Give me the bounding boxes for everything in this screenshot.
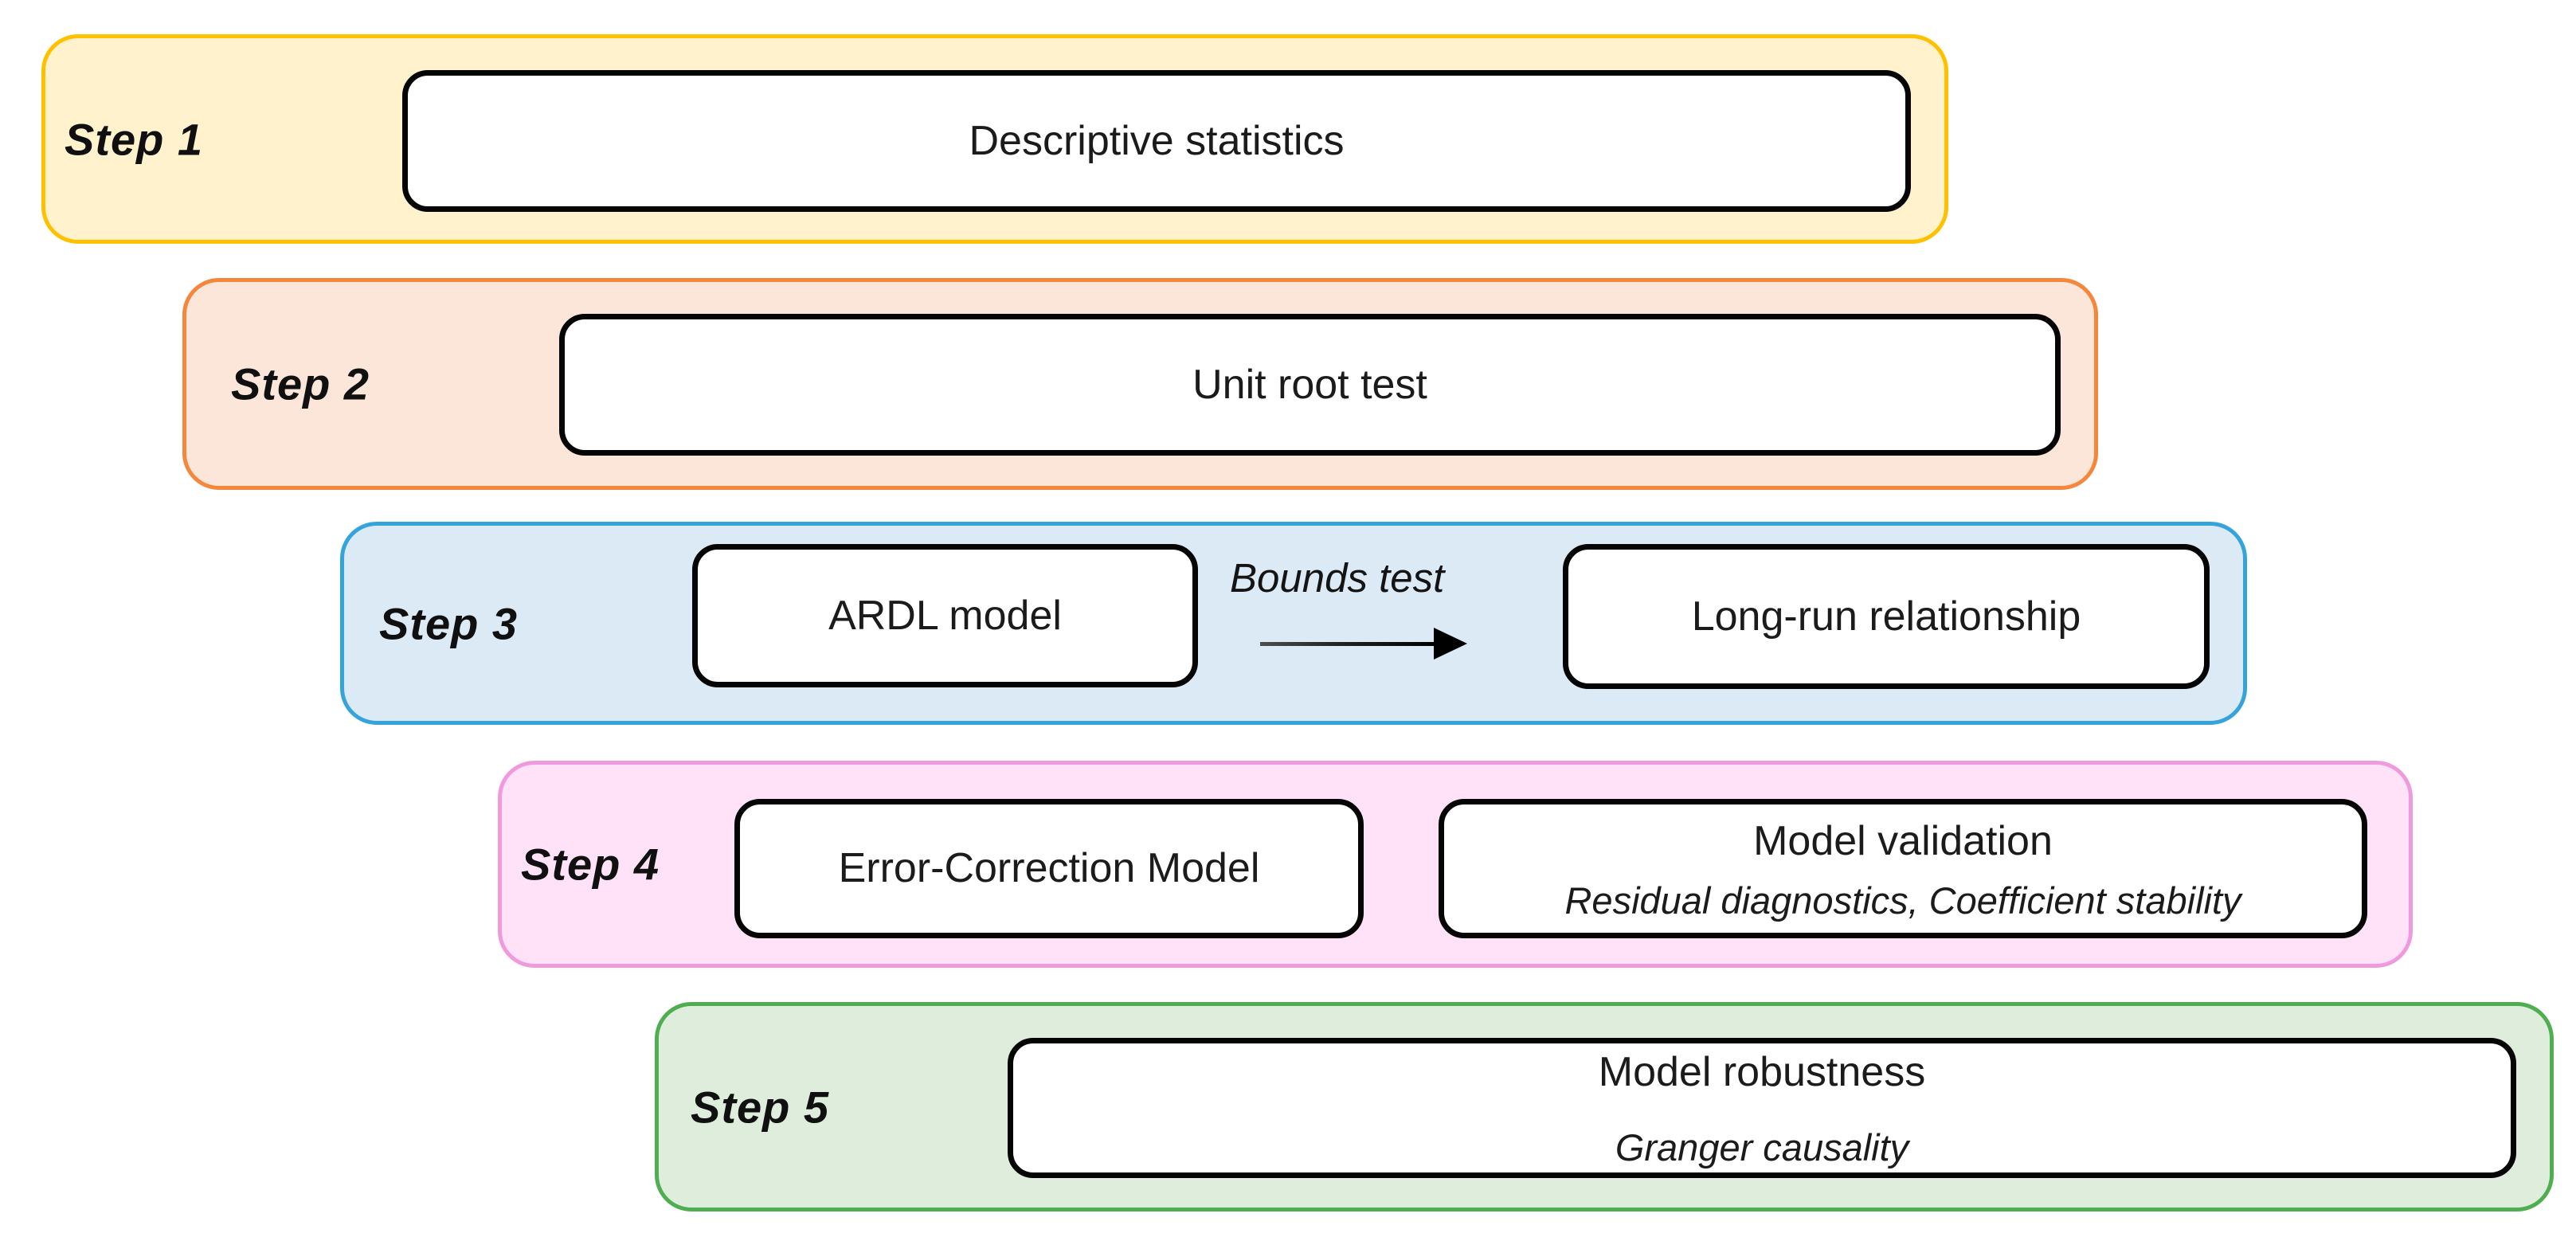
box-title: Unit root test xyxy=(1192,361,1427,408)
step4-box-error-correction-model: Error-Correction Model xyxy=(734,799,1364,938)
right-arrowhead-icon xyxy=(1434,628,1467,660)
step5-label: Step 5 xyxy=(691,1082,830,1132)
bounds-test-label: Bounds test xyxy=(1230,555,1445,601)
step4-box-model-validation: Model validation Residual diagnostics, C… xyxy=(1439,799,2367,938)
box-title: Model robustness xyxy=(1598,1049,1926,1095)
box-title: Descriptive statistics xyxy=(969,117,1345,164)
step3-box-long-run-relationship: Long-run relationship xyxy=(1563,544,2210,689)
box-title: ARDL model xyxy=(828,592,1062,639)
step2-box-unit-root-test: Unit root test xyxy=(559,314,2061,456)
step5-band: Step 5 Model robustness Granger causalit… xyxy=(655,1002,2554,1212)
step4-label: Step 4 xyxy=(521,839,660,890)
step3-label: Step 3 xyxy=(379,598,519,648)
right-arrow-icon xyxy=(1260,642,1437,646)
step1-band: Step 1 Descriptive statistics xyxy=(41,34,1948,244)
box-title: Model validation xyxy=(1753,817,2053,864)
step1-label: Step 1 xyxy=(65,114,204,164)
step4-band: Step 4 Error-Correction Model Model vali… xyxy=(498,761,2413,968)
box-title: Long-run relationship xyxy=(1691,593,2081,640)
step2-band: Step 2 Unit root test xyxy=(182,278,2098,490)
step3-band: Step 3 ARDL model Bounds test Long-run r… xyxy=(340,522,2247,725)
step5-box-model-robustness: Model robustness Granger causality xyxy=(1008,1038,2516,1178)
box-title: Error-Correction Model xyxy=(838,845,1260,891)
box-subtitle: Residual diagnostics, Coefficient stabil… xyxy=(1564,879,2241,922)
step2-label: Step 2 xyxy=(231,358,370,409)
step1-box-descriptive-statistics: Descriptive statistics xyxy=(402,70,1911,212)
box-subtitle: Granger causality xyxy=(1615,1126,1909,1168)
step3-box-ardl-model: ARDL model xyxy=(692,544,1198,687)
